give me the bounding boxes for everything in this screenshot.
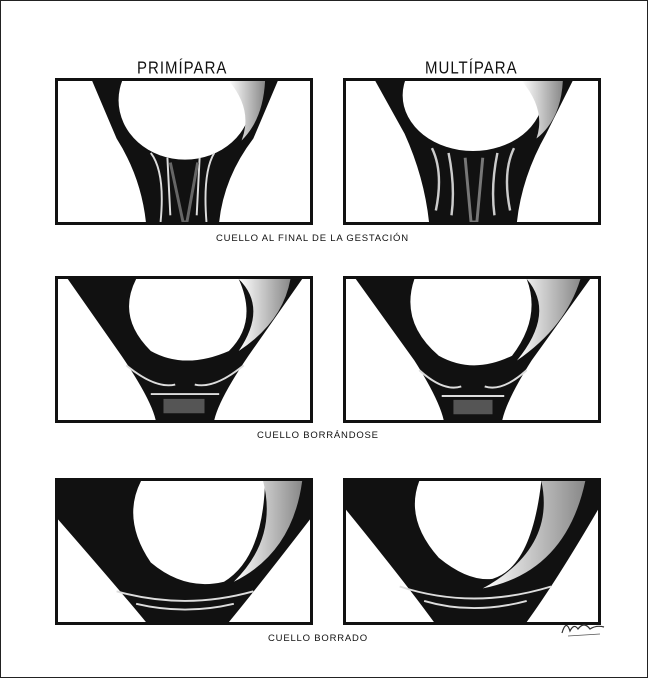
cervix-illustration [58, 481, 310, 622]
cervix-illustration [58, 279, 310, 420]
cervix-illustration [346, 81, 598, 222]
artist-signature [560, 617, 608, 639]
caption-row1: CUELLO AL FINAL DE LA GESTACIÓN [216, 233, 409, 244]
panel-primipara-row2 [55, 276, 313, 423]
cervix-illustration [346, 481, 598, 622]
cervix-illustration [58, 81, 310, 222]
caption-row3: CUELLO BORRADO [268, 633, 368, 644]
caption-row2: CUELLO BORRÁNDOSE [257, 430, 379, 441]
panel-multipara-row1 [343, 78, 601, 225]
panel-multipara-row2 [343, 276, 601, 423]
panel-primipara-row1 [55, 78, 313, 225]
cervix-illustration [346, 279, 598, 420]
panel-multipara-row3 [343, 478, 601, 625]
column-title-multipara: MULTÍPARA [425, 59, 518, 79]
panel-primipara-row3 [55, 478, 313, 625]
column-title-primipara: PRIMÍPARA [137, 59, 227, 79]
